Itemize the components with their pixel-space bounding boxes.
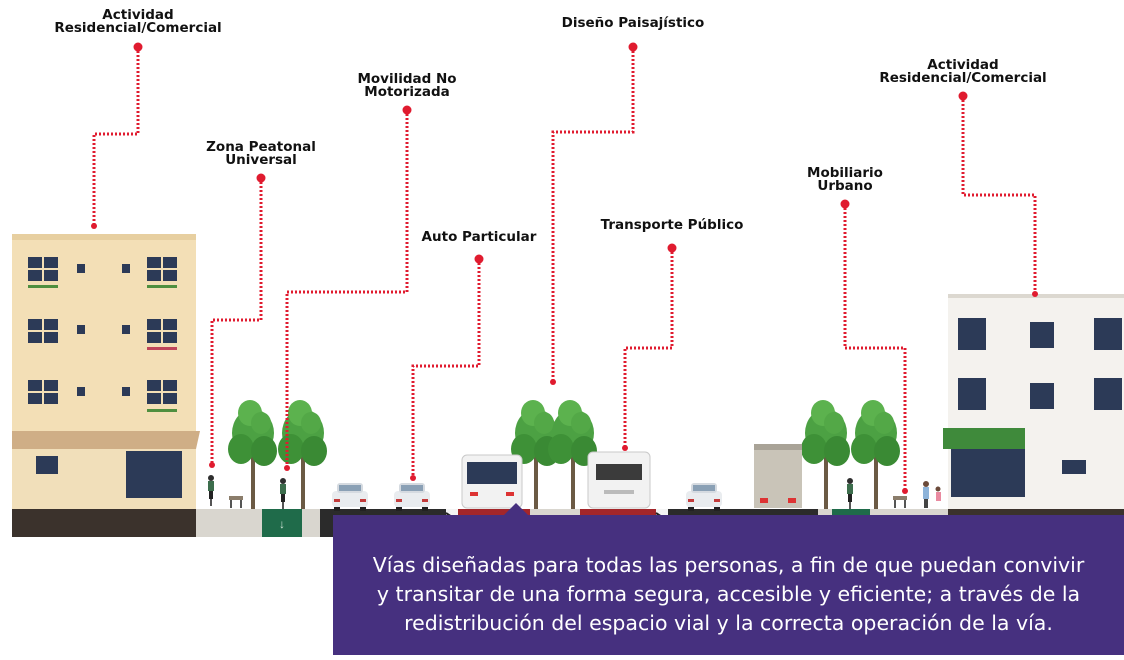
bench-icon — [229, 496, 907, 508]
label-movilidad: Movilidad No Motorizada — [357, 71, 457, 100]
label-line: Residencial/Comercial — [54, 20, 222, 36]
bus-icon — [587, 451, 651, 509]
pedestrian-icon — [923, 481, 941, 508]
caption-banner: Vías diseñadas para todas las personas, … — [333, 503, 1124, 655]
caption-text: Vías diseñadas para todas las personas, … — [333, 551, 1124, 638]
car-icon — [686, 483, 722, 511]
caption-line: redistribución del espacio vial y la cor… — [404, 611, 1053, 635]
svg-text:↓: ↓ — [279, 517, 285, 531]
label-line: Motorizada — [364, 84, 450, 100]
caption-line: y transitar de una forma segura, accesib… — [376, 582, 1081, 606]
truck-icon — [754, 444, 802, 508]
label-line: Actividad — [927, 57, 999, 73]
label-line: Universal — [225, 152, 297, 168]
label-transporte-publico: Transporte Público — [600, 217, 744, 233]
label-line: Mobiliario — [807, 165, 883, 181]
tree-icon — [228, 400, 277, 509]
banner-pointer — [503, 503, 529, 516]
label-line: Movilidad No — [357, 71, 457, 87]
label-actividad-izquierda: Actividad Residencial/Comercial — [54, 7, 222, 36]
tree-icon — [801, 400, 850, 509]
label-line: Urbano — [817, 178, 873, 194]
label-line: Actividad — [102, 7, 174, 23]
right-building-icon — [943, 294, 1124, 537]
left-building-icon — [12, 234, 200, 537]
car-icon — [332, 483, 368, 511]
car-icon — [394, 483, 430, 511]
label-line: Diseño Paisajístico — [561, 15, 705, 31]
label-line: Zona Peatonal — [206, 139, 316, 155]
leader-lines — [92, 47, 1037, 491]
cyclist-icon — [280, 478, 286, 509]
label-line: Transporte Público — [600, 217, 744, 233]
label-diseno-paisajistico: Diseño Paisajístico — [561, 15, 705, 31]
label-line: Residencial/Comercial — [879, 70, 1047, 86]
label-auto-particular: Auto Particular — [421, 229, 537, 245]
leader-dots — [91, 42, 1038, 494]
label-zona-peatonal: Zona Peatonal Universal — [206, 139, 316, 168]
pedestrian-icon — [208, 475, 214, 506]
bus-icon — [461, 454, 523, 509]
label-line: Auto Particular — [421, 229, 537, 245]
caption-line: Vías diseñadas para todas las personas, … — [372, 553, 1085, 577]
cyclist-icon — [847, 478, 853, 509]
label-actividad-derecha: Actividad Residencial/Comercial — [879, 57, 1047, 86]
label-mobiliario-urbano: Mobiliario Urbano — [807, 165, 883, 194]
tree-icon — [851, 400, 900, 509]
